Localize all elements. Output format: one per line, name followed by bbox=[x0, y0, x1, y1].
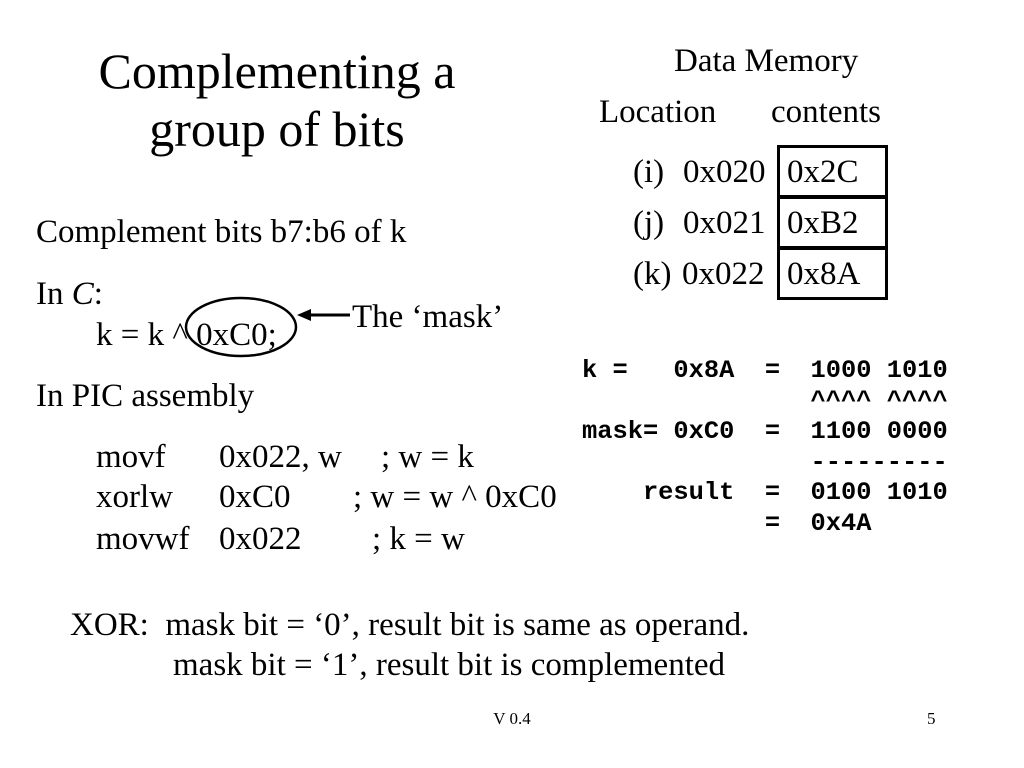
memory-cell: 0xB2 bbox=[777, 196, 888, 249]
memory-row-label: (k) bbox=[633, 256, 672, 292]
asm-section-heading: In PIC assembly bbox=[36, 378, 255, 414]
xor-note-line-2: mask bit = ‘1’, result bit is complement… bbox=[173, 647, 726, 683]
memory-cell-value: 0x8A bbox=[787, 256, 861, 292]
asm-operand: 0x022 bbox=[219, 521, 302, 557]
asm-instruction: xorlw bbox=[96, 479, 173, 515]
c-code-line: k = k ^ 0xC0; bbox=[96, 317, 277, 353]
memory-row-address: 0x020 bbox=[683, 154, 766, 190]
c-heading-prefix: In bbox=[36, 276, 72, 312]
asm-instruction: movwf bbox=[96, 521, 190, 557]
memory-cell: 0x2C bbox=[777, 145, 888, 198]
memory-row-address: 0x022 bbox=[682, 256, 765, 292]
memory-row-label: (i) bbox=[633, 154, 665, 190]
memory-row-label: (j) bbox=[633, 205, 665, 241]
c-heading-language: C bbox=[71, 276, 94, 312]
mask-arrow-head-icon bbox=[297, 309, 311, 321]
memory-heading: Data Memory bbox=[674, 43, 859, 79]
intro-text: Complement bits b7:b6 of k bbox=[36, 214, 407, 250]
memory-column-location: Location bbox=[599, 94, 717, 130]
calc-line: --------- bbox=[582, 447, 948, 477]
xor-note-line-1: XOR: mask bit = ‘0’, result bit is same … bbox=[70, 607, 750, 643]
calc-line: ^^^^ ^^^^ bbox=[582, 386, 948, 416]
c-section-heading: In C: bbox=[36, 278, 103, 311]
mask-callout: The ‘mask’ bbox=[352, 299, 504, 335]
c-heading-suffix: : bbox=[93, 276, 103, 312]
xor-calculation: k = 0x8A = 1000 1010 ^^^^ ^^^^ mask= 0xC… bbox=[582, 356, 948, 540]
slide-title-line-2: group of bits bbox=[149, 101, 405, 157]
slide-version: V 0.4 bbox=[493, 709, 531, 728]
asm-operand: 0xC0 bbox=[219, 479, 291, 515]
asm-comment: ; w = k bbox=[381, 439, 474, 475]
memory-cell-value: 0xB2 bbox=[787, 205, 859, 241]
calc-line: = 0x4A bbox=[582, 508, 872, 538]
asm-operand: 0x022, w bbox=[219, 439, 342, 475]
asm-comment: ; w = w ^ 0xC0 bbox=[353, 479, 557, 515]
memory-cell-value: 0x2C bbox=[787, 154, 859, 190]
memory-row-address: 0x021 bbox=[683, 205, 766, 241]
slide-page-number: 5 bbox=[927, 709, 936, 728]
memory-column-contents: contents bbox=[771, 94, 881, 130]
calc-line: k = 0x8A = 1000 1010 bbox=[582, 356, 948, 385]
slide-title-line-1: Complementing a bbox=[98, 43, 456, 99]
calc-line: result = 0100 1010 bbox=[582, 478, 948, 508]
memory-cell: 0x8A bbox=[777, 247, 888, 300]
asm-comment: ; k = w bbox=[372, 521, 465, 557]
calc-line: mask= 0xC0 = 1100 0000 bbox=[582, 417, 948, 447]
asm-instruction: movf bbox=[96, 439, 166, 475]
